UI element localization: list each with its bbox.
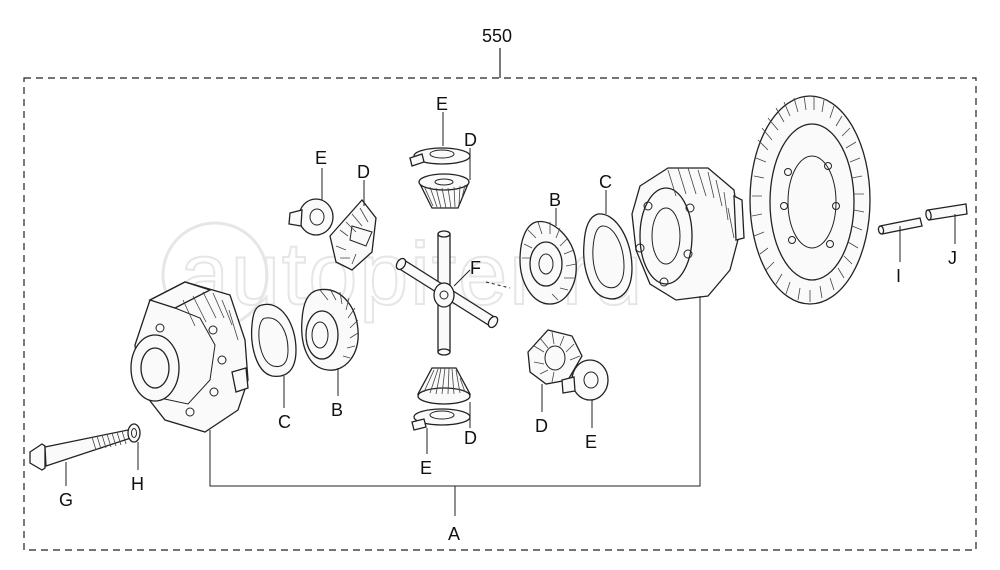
- label-i: I: [896, 266, 901, 286]
- label-e-bottom: E: [420, 458, 432, 478]
- ring-gear-teeth: [751, 95, 865, 302]
- part-e-upper-left-washer: [288, 198, 334, 236]
- label-b-right: B: [549, 190, 561, 210]
- part-d-bottom-pinion: [416, 367, 472, 405]
- part-e-top-washer: [409, 147, 471, 167]
- label-h: H: [131, 474, 144, 494]
- label-c-right: C: [599, 172, 612, 192]
- label-d-top: D: [464, 130, 477, 150]
- part-d-upper-left-pinion: [329, 198, 377, 271]
- leader-f-dashed: [485, 281, 511, 289]
- assembly-number: 550: [482, 26, 512, 46]
- part-d-lower-right-pinion: [527, 329, 583, 385]
- part-e-lower-right-washer: [561, 359, 609, 401]
- label-d-lower-right: D: [535, 416, 548, 436]
- label-f: F: [470, 258, 481, 278]
- ring-gear: [749, 95, 871, 305]
- label-d-bottom: D: [464, 428, 477, 448]
- part-h-washer: [127, 423, 141, 443]
- label-j: J: [948, 248, 957, 268]
- part-b-right-side-gear: [519, 220, 577, 305]
- part-a-right-case-half: [631, 167, 745, 301]
- label-a: A: [448, 524, 460, 544]
- label-e-top: E: [436, 94, 448, 114]
- label-e-upper-left: E: [315, 148, 327, 168]
- part-i-pin: [877, 217, 923, 235]
- part-b-left-side-gear: [301, 288, 359, 371]
- label-g: G: [59, 490, 73, 510]
- part-e-bottom-washer: [411, 408, 471, 431]
- leader-f: [453, 269, 471, 287]
- label-d-upper-left: D: [357, 162, 370, 182]
- label-c-left: C: [278, 412, 291, 432]
- part-a-left-case-half: [130, 281, 249, 433]
- part-c-left-thrust-washer: [250, 303, 297, 378]
- part-g-bolt: [29, 429, 132, 471]
- part-f-cross-shaft: [395, 230, 499, 356]
- assembly-boundary: [23, 77, 977, 551]
- part-c-right-thrust-washer: [583, 213, 633, 300]
- part-d-top-pinion: [418, 173, 470, 209]
- part-j-pin: [925, 203, 968, 221]
- label-e-lower-right: E: [585, 432, 597, 452]
- label-b-left: B: [331, 400, 343, 420]
- callout-labels: A B B C C D D D D E E E E F G H I J: [59, 94, 957, 544]
